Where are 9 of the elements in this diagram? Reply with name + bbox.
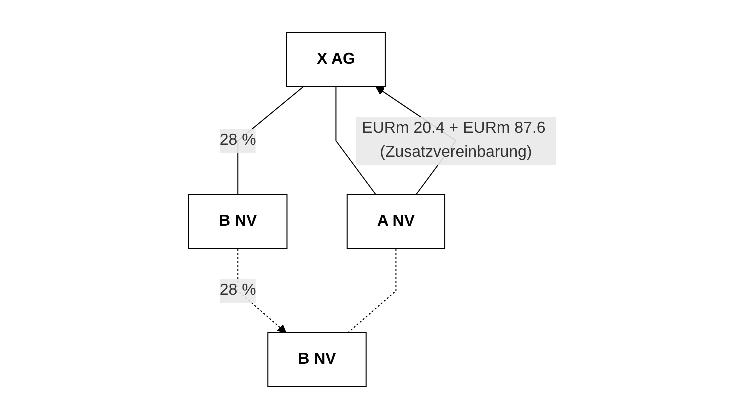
node-box: B NV (268, 332, 368, 387)
edge-label: 28 % (220, 282, 257, 298)
connector (348, 248, 398, 333)
connector (336, 86, 378, 195)
edge-label: 28 % (220, 132, 257, 148)
node-box: A NV (347, 194, 446, 249)
node-box: X AG (286, 32, 386, 87)
node-box: B NV (188, 194, 288, 249)
edge-label: EURm 20.4 + EURm 87.6 (Zusatzvereinbarung) (362, 120, 546, 160)
